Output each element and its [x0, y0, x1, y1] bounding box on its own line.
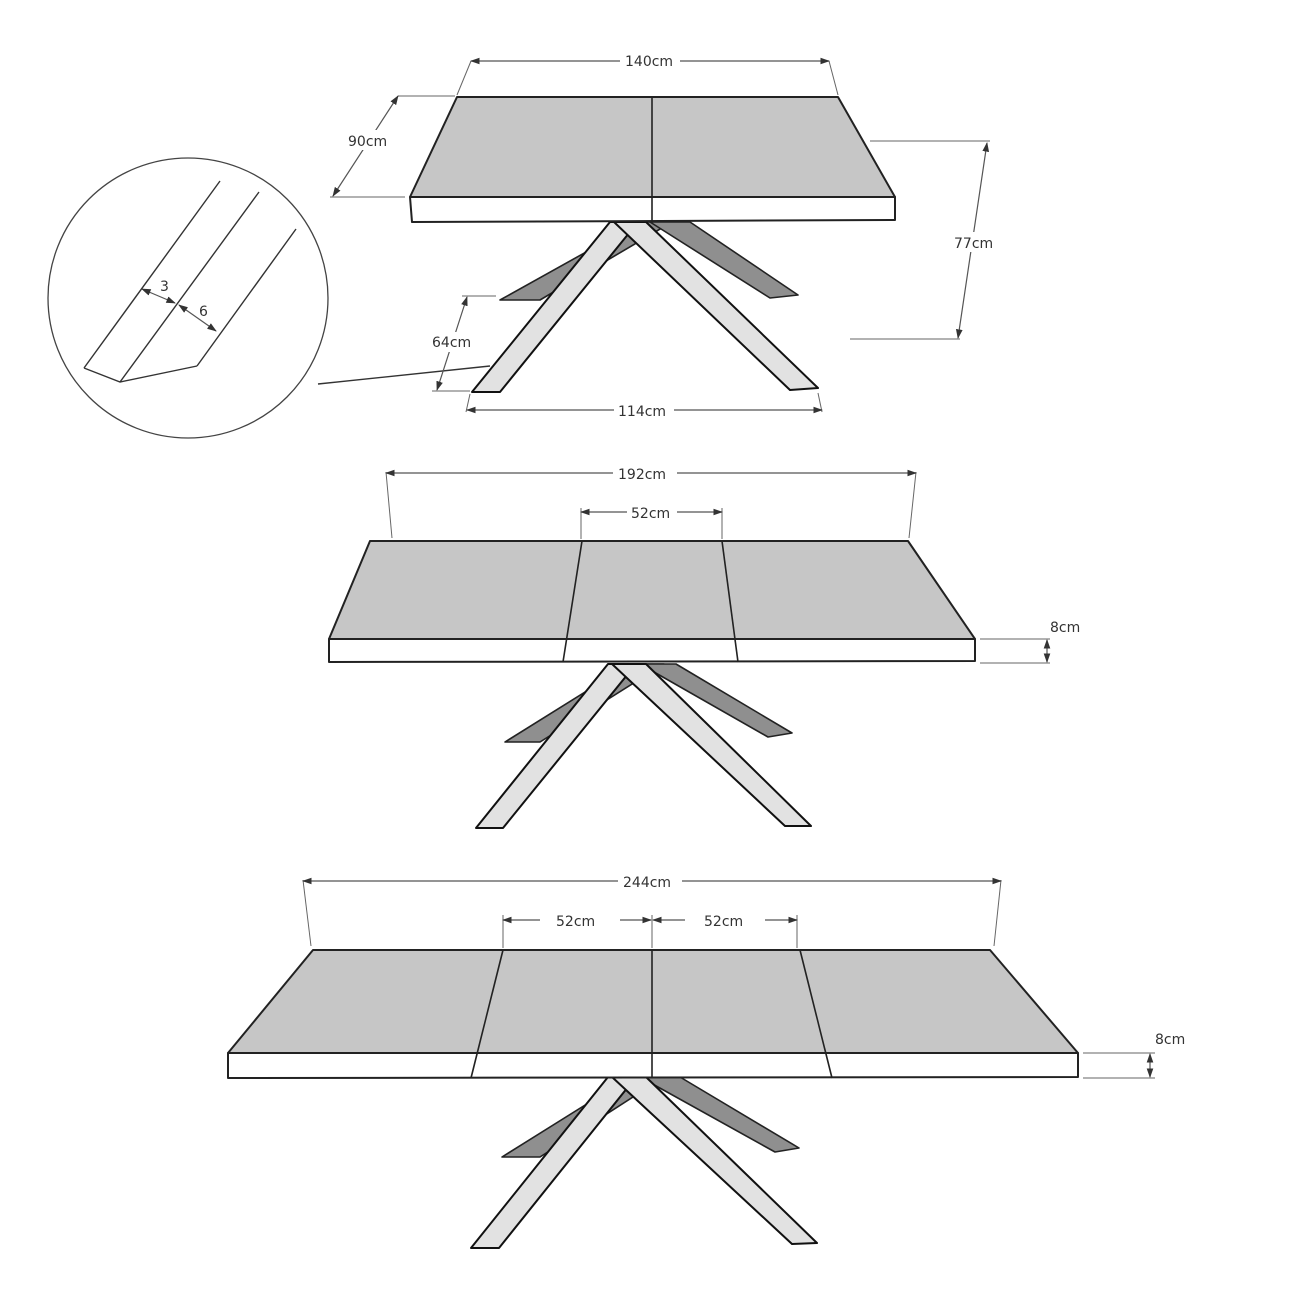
tabletop-surface: [227, 949, 1079, 1054]
front-leg-left: [470, 1076, 637, 1249]
leg-detail-callout: 3 6: [47, 157, 491, 439]
dim-height: 77cm: [954, 236, 993, 252]
dim-thickness-two-ext: 8cm: [1155, 1032, 1185, 1048]
dim-depth-closed: 90cm: [348, 134, 387, 150]
detail-leader-line: [317, 365, 491, 385]
panel-seam: [562, 540, 583, 663]
detail-dim-a: 3: [160, 279, 169, 295]
tabletop-edge: [328, 638, 976, 663]
one-extension-view: 192cm 52cm 8cm: [328, 463, 1080, 829]
front-leg-left: [471, 221, 639, 393]
closed-table-view: 140cm 90cm 77cm 64cm 114cm: [330, 50, 1000, 420]
dim-length-one-ext: 192cm: [618, 467, 666, 483]
panel-seam: [470, 949, 504, 1079]
dim-length-two-ext: 244cm: [623, 875, 671, 891]
front-leg-left: [475, 663, 637, 829]
dim-extension-2: 52cm: [704, 914, 743, 930]
tabletop-edge: [227, 1052, 1079, 1079]
dim-leg-span: 114cm: [618, 404, 666, 420]
tabletop-surface: [328, 540, 976, 640]
two-extensions-view: 244cm 52cm 52cm 8cm: [227, 871, 1185, 1249]
detail-dim-b: 6: [199, 304, 208, 320]
back-leg-right: [639, 663, 793, 738]
dim-thickness-one-ext: 8cm: [1050, 620, 1080, 636]
panel-seam: [799, 949, 833, 1079]
dim-length-closed: 140cm: [625, 54, 673, 70]
dim-extension-1: 52cm: [556, 914, 595, 930]
detail-circle: [47, 157, 329, 439]
back-leg-right: [649, 221, 799, 299]
front-leg-right: [611, 663, 812, 827]
dim-extension: 52cm: [631, 506, 670, 522]
dim-leg-depth: 64cm: [432, 335, 471, 351]
leg-profile-detail: 3 6: [83, 180, 297, 383]
panel-seam: [721, 540, 739, 663]
